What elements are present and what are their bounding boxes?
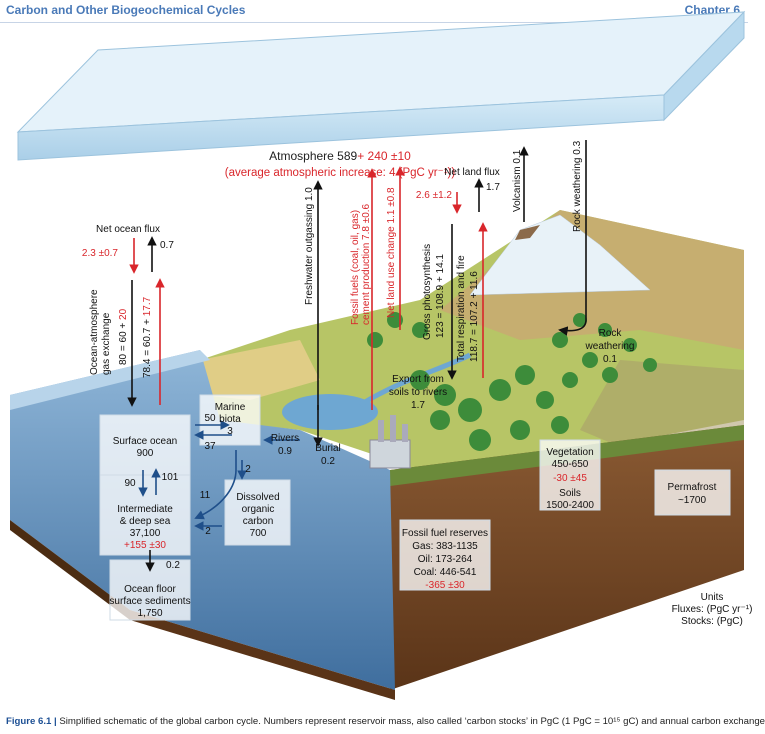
- power-plant: [369, 415, 411, 469]
- net-ocean-flux-title: Net ocean flux: [96, 224, 160, 235]
- fossil-reserves-oil: Oil: 173-264: [418, 554, 473, 565]
- ocean-exchange-label-2: gas exchange: [101, 312, 112, 375]
- permafrost-value: ~1700: [678, 495, 707, 506]
- flux-11: 11: [200, 490, 211, 501]
- flux-arrows: [127, 140, 587, 572]
- flux-2-b: 2: [205, 526, 211, 537]
- flux-37: 37: [204, 441, 216, 452]
- ocean-floor-value: 1,750: [137, 608, 162, 619]
- rivers-label-2: 0.9: [278, 446, 292, 457]
- export-label-2: soils to rivers: [389, 387, 447, 398]
- surface-ocean-label: Surface ocean: [113, 436, 178, 447]
- rock-weathering-box-2: weathering: [585, 341, 635, 352]
- chapter-title: Carbon and Other Biogeochemical Cycles: [6, 3, 246, 17]
- atmosphere-slab: [16, 10, 746, 161]
- photosynthesis-label-1: Gross photosynthesis: [422, 244, 433, 340]
- land-flux-down: 2.6 ±1.2: [416, 190, 453, 201]
- fossil-reserves-change: -365 ±30: [425, 580, 465, 591]
- figure-caption: Figure 6.1 | Simplified schematic of the…: [6, 716, 765, 727]
- units-title: Units: [701, 592, 724, 603]
- marine-biota-value: 3: [227, 426, 233, 437]
- respiration-label-1: Total respiration and fire: [456, 255, 467, 362]
- deep-sea-change: +155 ±30: [124, 540, 166, 551]
- ocean-floor-label-2: surface sediments: [109, 596, 190, 607]
- ocean-exchange-down: 80 = 60 + 20: [118, 308, 129, 365]
- vegetation-label: Vegetation: [546, 447, 593, 458]
- burial-label-2: 0.2: [321, 456, 335, 467]
- flux-50: 50: [204, 413, 216, 424]
- units-stocks: Stocks: (PgC): [681, 616, 743, 627]
- soils-value: 1500-2400: [546, 500, 594, 511]
- land-use-change-label: Net land use change 1.1 ±0.8: [386, 187, 397, 318]
- figure-caption-text: Simplified schematic of the global carbo…: [59, 716, 765, 727]
- forest: [367, 312, 657, 451]
- reservoir-boxes: [99, 394, 731, 621]
- surface-ocean-value: 900: [137, 448, 154, 459]
- soils-label: Soils: [559, 488, 581, 499]
- doc-value: 700: [250, 528, 267, 539]
- doc-label-2: organic: [242, 504, 275, 515]
- freshwater-outgassing-label: Freshwater outgassing 1.0: [304, 187, 315, 305]
- rock-weathering-box-3: 0.1: [603, 354, 617, 365]
- ocean-floor-label-1: Ocean floor: [124, 584, 176, 595]
- ocean-exchange-label-1: Ocean-atmosphere: [89, 289, 100, 375]
- export-label-1: Export from: [392, 374, 444, 385]
- land-flux-up: 1.7: [486, 182, 500, 193]
- fossil-reserves-title: Fossil fuel reserves: [402, 528, 488, 539]
- rock-weathering-box-1: Rock: [599, 328, 623, 339]
- doc-label-3: carbon: [243, 516, 274, 527]
- deep-sea-label-1: Intermediate: [117, 504, 173, 515]
- fossil-reserves-gas: Gas: 383-1135: [412, 541, 478, 552]
- rock-weathering-label: Rock weathering 0.3: [572, 140, 583, 232]
- deep-sea-value: 37,100: [130, 528, 161, 539]
- marine-biota-label-1: Marine: [215, 402, 246, 413]
- atmosphere-label: Atmosphere 589+ 240 ±10: [269, 149, 411, 163]
- carbon-cycle-diagram: Atmosphere 589+ 240 ±10 (average atmosph…: [10, 10, 752, 700]
- burial-label-1: Burial: [315, 443, 341, 454]
- figure-label: Figure 6.1 |: [6, 716, 57, 727]
- marine-biota-label-2: biota: [219, 414, 241, 425]
- units-fluxes: Fluxes: (PgC yr⁻¹): [672, 604, 753, 615]
- ocean-exchange-up: 78.4 = 60.7 + 17.7: [142, 296, 153, 378]
- net-land-flux-title: Net land flux: [444, 167, 500, 178]
- permafrost-label: Permafrost: [668, 482, 717, 493]
- export-label-3: 1.7: [411, 400, 425, 411]
- doc-label-1: Dissolved: [236, 492, 279, 503]
- flux-2-a: 2: [245, 464, 251, 475]
- rivers-label-1: Rivers: [271, 433, 299, 444]
- fossil-fuel-label-1: Fossil fuels (coal, oil, gas): [350, 210, 361, 325]
- deep-sea-label-2: & deep sea: [120, 516, 171, 527]
- header-rule: [0, 22, 748, 23]
- vegetation-change: -30 ±45: [553, 473, 587, 484]
- flux-0-2: 0.2: [166, 560, 180, 571]
- volcanism-label: Volcanism 0.1: [512, 149, 523, 212]
- atmosphere-increase: (average atmospheric increase: 4 (PgC yr…: [225, 167, 456, 179]
- vegetation-value: 450-650: [552, 459, 589, 470]
- ocean-flux-up: 0.7: [160, 240, 174, 251]
- flux-101: 101: [162, 472, 179, 483]
- photosynthesis-label-2: 123 = 108.9 + 14.1: [435, 254, 446, 338]
- respiration-label-2: 118.7 = 107.2 + 11.6: [469, 271, 480, 362]
- fossil-fuel-label-2: cement production 7.8 ±0.6: [361, 203, 372, 325]
- ocean-flux-down: 2.3 ±0.7: [82, 248, 119, 259]
- fossil-reserves-coal: Coal: 446-541: [414, 567, 477, 578]
- flux-90: 90: [124, 478, 136, 489]
